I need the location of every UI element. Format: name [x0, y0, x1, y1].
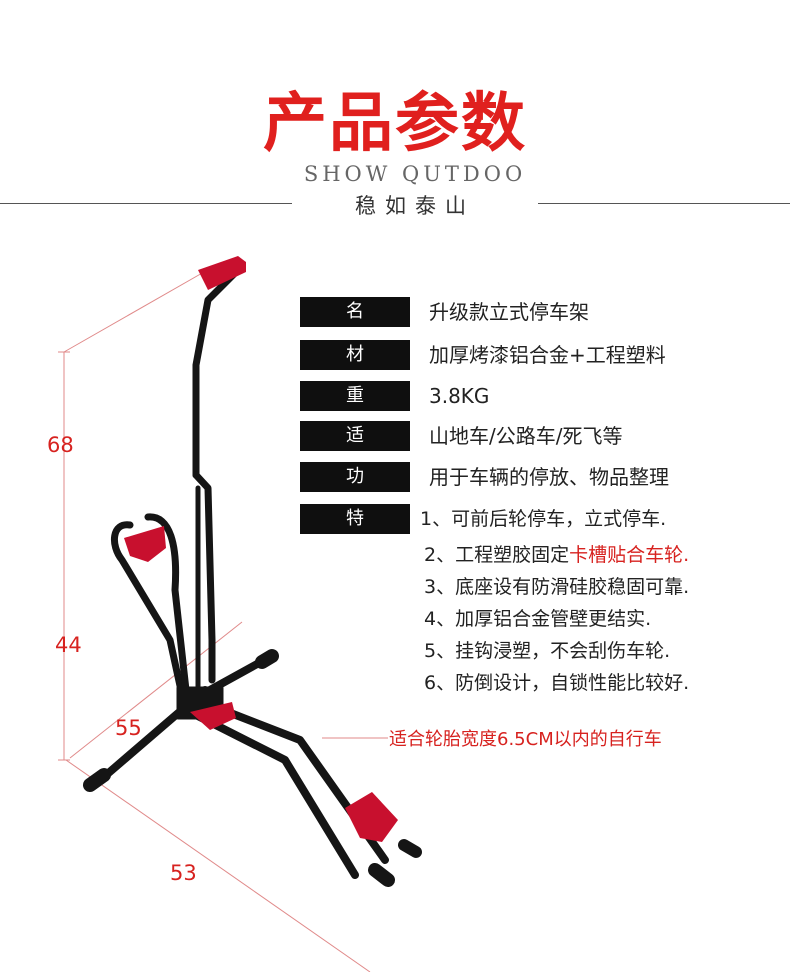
spec-value: 1、可前后轮停车，立式停车.	[420, 508, 667, 530]
page-title: 产品参数	[263, 87, 527, 161]
feature-text: 3、底座设有防滑硅胶稳固可靠.	[424, 576, 690, 598]
dimension-width: 55	[115, 716, 142, 740]
dimension-height-lower: 44	[55, 633, 82, 657]
spec-value: 用于车辆的停放、物品整理	[429, 465, 669, 489]
divider-right	[538, 203, 790, 204]
spec-label: 材质	[300, 340, 410, 395]
feature-item: 6、防倒设计，自锁性能比较好.	[424, 668, 689, 698]
spec-label: 特点	[300, 504, 410, 559]
feature-text: 2、工程塑胶固定	[424, 544, 570, 566]
spec-label: 名称	[300, 297, 410, 352]
spec-value: 升级款立式停车架	[429, 300, 589, 324]
spec-label: 适用	[300, 421, 410, 476]
dimension-height-upper: 68	[47, 433, 74, 457]
feature-item: 3、底座设有防滑硅胶稳固可靠.	[424, 572, 689, 602]
red-wheel-clamps	[124, 256, 398, 842]
spec-value: 山地车/公路车/死飞等	[429, 424, 623, 448]
rubber-feet	[83, 649, 422, 887]
dimension-length: 53	[170, 861, 197, 885]
tagline: 稳如泰山	[355, 194, 475, 218]
divider-left	[0, 203, 292, 204]
feature-text: 5、挂钩浸塑，不会刮伤车轮.	[424, 640, 671, 662]
spec-label: 功能	[300, 462, 410, 517]
feature-highlight: 卡槽贴合车轮.	[569, 544, 690, 566]
tire-width-callout: 适合轮胎宽度6.5CM以内的自行车	[389, 729, 662, 750]
feature-text: 6、防倒设计，自锁性能比较好.	[424, 672, 690, 694]
feature-item: 2、工程塑胶固定卡槽贴合车轮.	[424, 540, 689, 570]
stand-frame	[94, 264, 389, 879]
spec-label: 重量	[300, 381, 410, 436]
spec-value: 加厚烤漆铝合金+工程塑料	[429, 343, 666, 367]
feature-text: 4、加厚铝合金管壁更结实.	[424, 608, 652, 630]
brand-subtitle: SHOW QUTDOO	[303, 162, 527, 186]
spec-value: 3.8KG	[429, 384, 490, 408]
feature-item: 4、加厚铝合金管壁更结实.	[424, 604, 651, 634]
feature-item: 5、挂钩浸塑，不会刮伤车轮.	[424, 636, 670, 666]
